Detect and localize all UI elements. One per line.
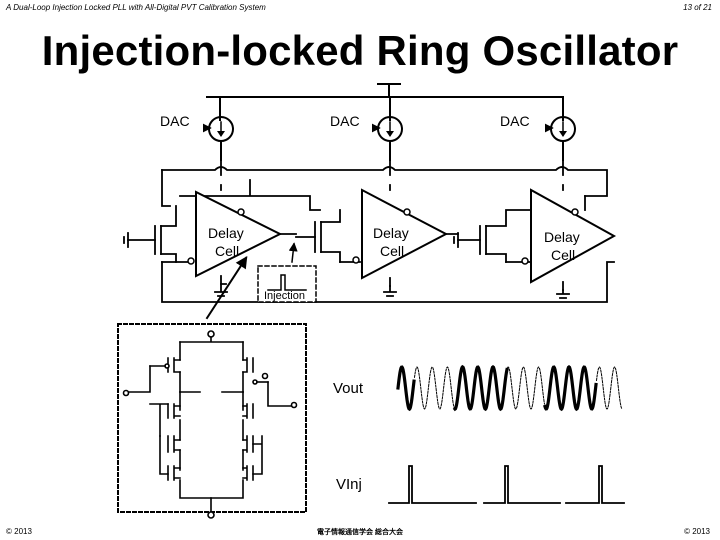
header-left-title: A Dual-Loop Injection Locked PLL with Al… xyxy=(6,3,266,12)
delay-cell-2 xyxy=(361,188,449,280)
vout-label: Vout xyxy=(333,380,364,397)
footer-copyright-left: © 2013 xyxy=(6,527,32,536)
dac-source-1 xyxy=(202,116,234,161)
footer-copyright-right: © 2013 xyxy=(684,527,710,536)
injection-pulse-icon xyxy=(267,274,307,291)
dac-label-2: DAC xyxy=(330,113,360,129)
slide-page-number: 13 of 21 xyxy=(683,3,712,12)
ground-symbols xyxy=(214,283,570,299)
nmos-switch-2 xyxy=(295,209,341,263)
dac-source-3 xyxy=(544,116,576,161)
delay-cell-transistor-schematic xyxy=(122,330,298,519)
node-dot-2 xyxy=(352,256,360,264)
footer-conference-name: 電子情報通信学会 総合大会 xyxy=(317,529,403,536)
node-dot-3 xyxy=(521,257,529,265)
dac-label-3: DAC xyxy=(500,113,530,129)
delay-cell-1-label-line2: Cell xyxy=(215,243,239,259)
delay-cell-3 xyxy=(530,188,617,284)
injection-label: Injection xyxy=(264,290,305,302)
dac-label-1: DAC xyxy=(160,113,190,129)
output-nodes xyxy=(161,233,615,303)
injection-box xyxy=(257,265,317,303)
delay-cell-3-label-line1: Delay xyxy=(544,229,580,245)
delay-cell-1 xyxy=(195,190,283,278)
delay-cell-1-label-line1: Delay xyxy=(208,225,244,241)
slide-title: Injection-locked Ring Oscillator xyxy=(41,27,679,74)
node-dot-1 xyxy=(187,257,195,265)
dac-source-2 xyxy=(371,116,403,161)
delay-cell-2-label-line1: Delay xyxy=(373,225,409,241)
delay-cell-2-label-line2: Cell xyxy=(380,243,404,259)
nmos-switch-3 xyxy=(453,209,531,263)
vout-waveform xyxy=(396,364,623,412)
vinj-label: VInj xyxy=(336,476,362,493)
delay-cell-3-label-line2: Cell xyxy=(551,247,575,263)
zoom-pointer-arrow xyxy=(205,255,248,320)
nmos-switch-1 xyxy=(123,205,177,263)
delay-cell-detail-box xyxy=(117,323,307,513)
vinj-waveform xyxy=(388,465,625,504)
injection-arrow xyxy=(288,242,298,263)
